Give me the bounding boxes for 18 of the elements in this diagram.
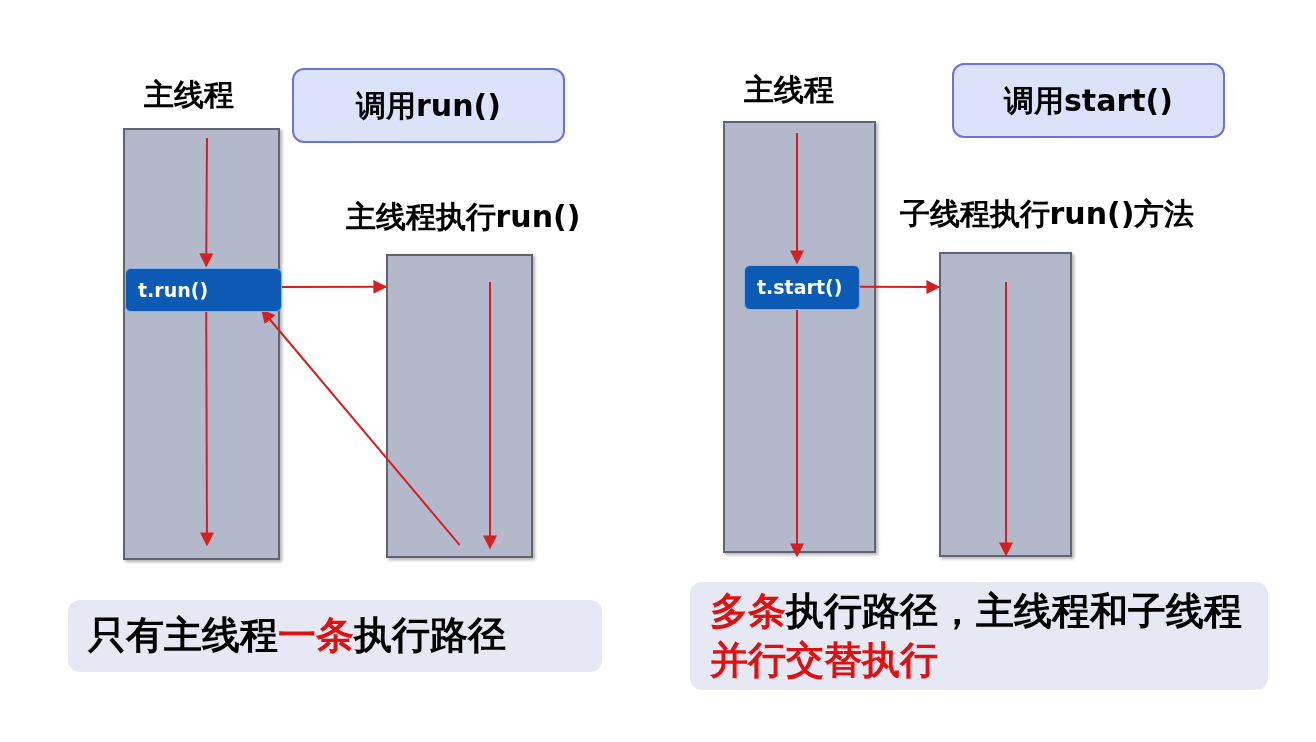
- note-text: 只有主线程一条执行路径: [88, 612, 506, 660]
- note-text: 多条执行路径，主线程和子线程并行交替执行: [710, 587, 1243, 684]
- arrow: [790, 307, 804, 558]
- arrow: [199, 309, 214, 547]
- call-box: 调用run(): [292, 68, 565, 143]
- thread-heading: 主线程: [144, 80, 234, 110]
- thread-heading: 子线程执行run()方法: [899, 199, 1195, 229]
- arrow: [790, 132, 804, 265]
- note-box: [68, 600, 602, 672]
- method-call-box: t.start(): [744, 265, 860, 310]
- note-box: [690, 582, 1268, 690]
- thread-heading: 主线程执行run(): [345, 202, 581, 232]
- arrow: [199, 137, 214, 268]
- arrow: [857, 280, 941, 295]
- arrow: [279, 279, 388, 294]
- method-call-box: t.run(): [125, 268, 282, 312]
- thread-heading: 主线程: [744, 75, 834, 105]
- call-box: 调用start(): [952, 63, 1225, 138]
